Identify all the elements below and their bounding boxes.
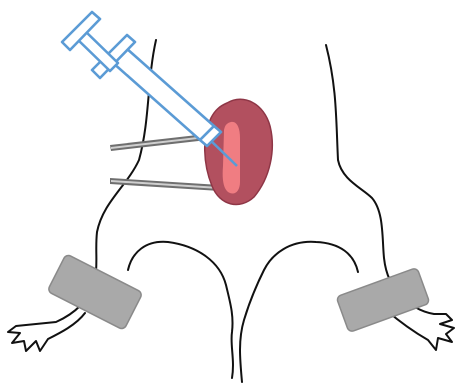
vessel <box>223 122 240 194</box>
left-inner-outline <box>128 242 233 378</box>
restraint-bands <box>47 254 430 333</box>
body-outlines <box>8 40 454 382</box>
right-inner-outline <box>240 242 358 382</box>
syringe-barrel <box>112 48 214 140</box>
tissue-site <box>205 99 273 204</box>
right-restraint-band <box>336 267 430 332</box>
